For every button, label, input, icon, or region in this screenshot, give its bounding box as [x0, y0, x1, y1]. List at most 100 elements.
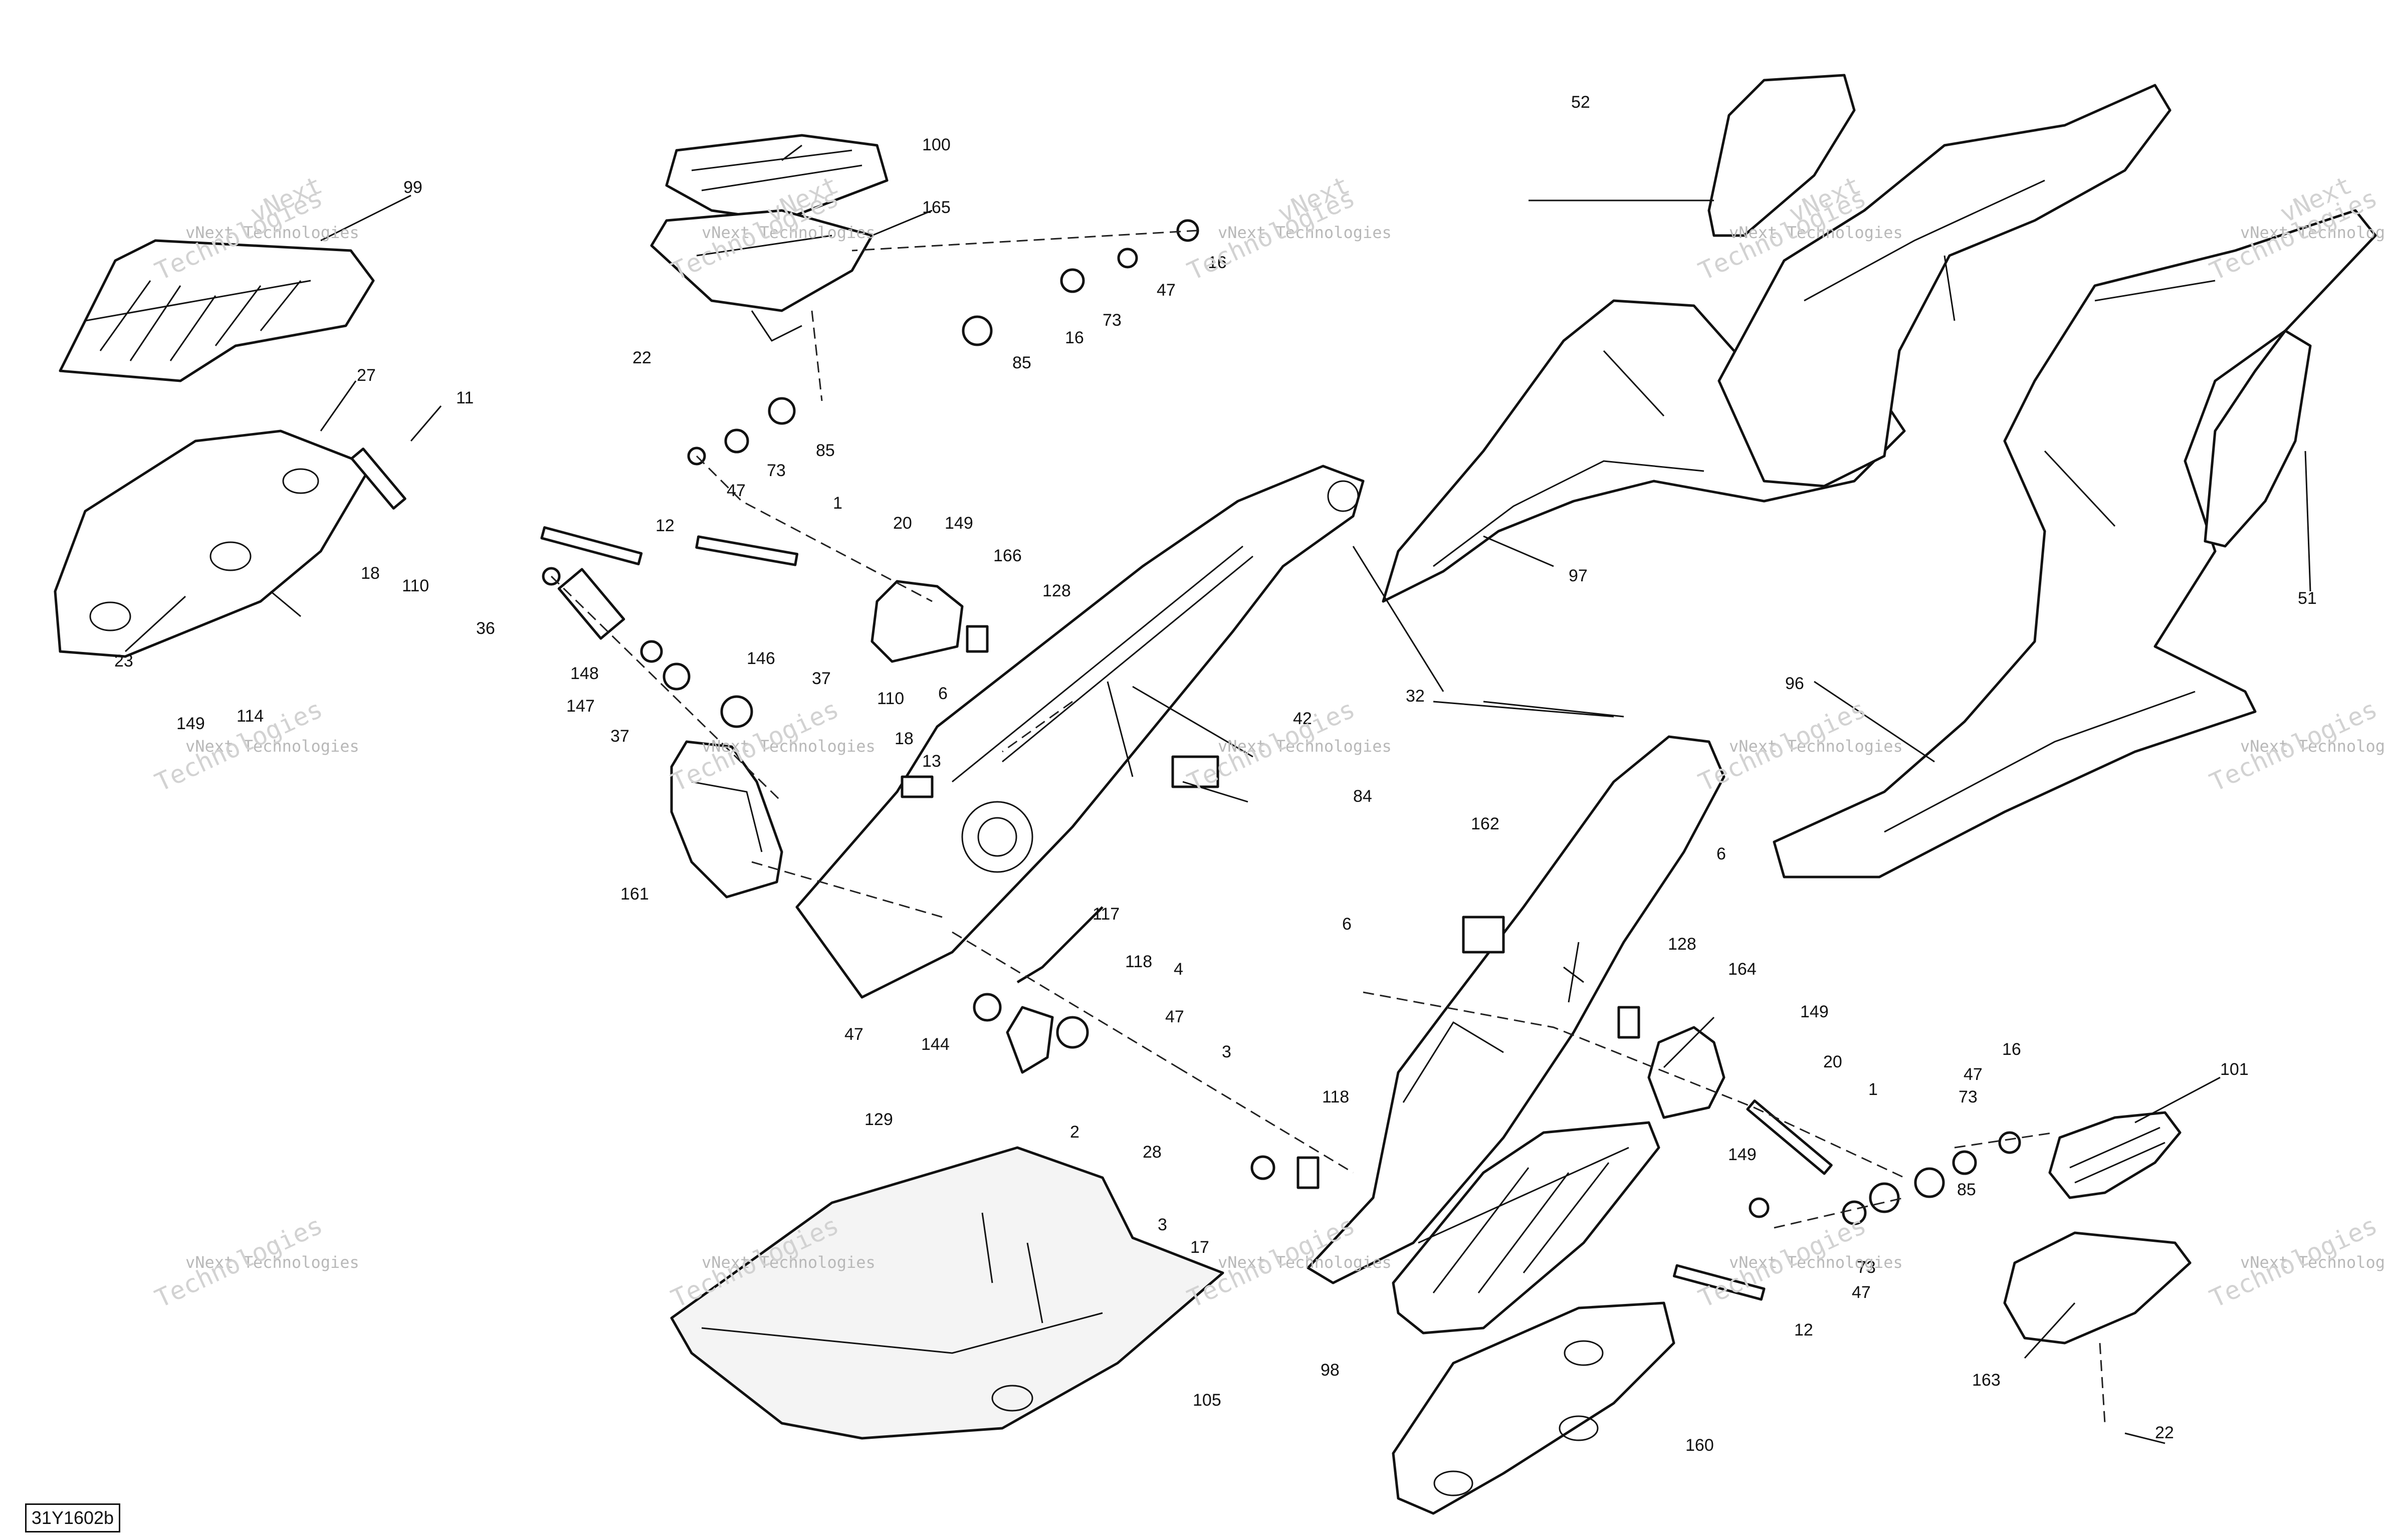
callout-label: 147 [566, 697, 595, 716]
part-main-bracket [795, 465, 1365, 999]
callout-label: 73 [1959, 1087, 1978, 1107]
callout-label: 37 [812, 669, 831, 688]
callout-label: 6 [1342, 915, 1352, 934]
watermark-text: vNext Technologies [1218, 737, 1392, 756]
callout-label: 6 [1716, 844, 1726, 863]
callout-label: 144 [921, 1035, 950, 1054]
callout-numbers: 99 27 11 23 18 149 114 110 36 12 148 147… [114, 93, 2317, 1455]
part-right-bracket [1307, 735, 1725, 1284]
callout-label: 16 [1065, 328, 1084, 347]
callout-label: 3 [1222, 1042, 1231, 1061]
callout-label: 118 [1322, 1087, 1349, 1107]
callout-label: 16 [1208, 253, 1227, 272]
callout-label: 47 [1852, 1283, 1871, 1302]
callout-label: 117 [1093, 905, 1120, 924]
watermark-text: vNext Technologies [1729, 1253, 1903, 1272]
callout-label: 16 [2002, 1040, 2021, 1059]
callout-label: 1 [833, 494, 842, 513]
callout-label: 20 [893, 514, 912, 533]
callout-label: 20 [1823, 1052, 1842, 1071]
drawing-code-label: 31Y1602b [25, 1503, 120, 1532]
part-panel-51 [2204, 329, 2312, 548]
callout-label: 47 [1157, 281, 1176, 300]
callout-label: 47 [844, 1025, 863, 1044]
callout-label: 118 [1125, 952, 1152, 971]
callout-label: 164 [1728, 960, 1757, 979]
callout-label: 47 [1165, 1007, 1184, 1026]
callout-label: 17 [1190, 1238, 1209, 1257]
callout-label: 128 [1042, 581, 1071, 600]
callout-label: 27 [357, 366, 376, 385]
callout-label: 162 [1471, 814, 1499, 833]
watermark-text: vNext Technologies [1729, 737, 1903, 756]
callout-label: 114 [237, 707, 264, 726]
part-footrest-upper-center [650, 134, 889, 342]
callout-label: 110 [402, 576, 429, 595]
callout-label: 36 [476, 619, 495, 638]
callout-label: 12 [656, 516, 675, 535]
part-hardware [350, 219, 2021, 1301]
assembly-lines [550, 230, 2106, 1424]
callout-label: 11 [456, 388, 474, 407]
callout-label: 73 [1103, 311, 1122, 330]
part-upper-fairing [1717, 84, 2172, 488]
part-footrest-pad-left [59, 239, 375, 382]
callout-label: 146 [747, 649, 775, 668]
callout-label: 85 [1957, 1180, 1976, 1199]
part-footrest-right-101 [2003, 1111, 2192, 1345]
callout-label: 22 [2155, 1423, 2174, 1442]
callout-label: 160 [1685, 1436, 1714, 1455]
callout-label: 85 [816, 441, 835, 460]
callout-label: 100 [922, 135, 951, 154]
callout-label: 42 [1293, 709, 1312, 728]
callout-label: 18 [361, 564, 380, 583]
callout-label: 28 [1143, 1143, 1162, 1162]
callout-label: 47 [727, 481, 746, 500]
part-footrest-base-left [54, 429, 372, 658]
callout-label: 149 [1728, 1145, 1757, 1164]
leader-lines [124, 144, 2311, 1444]
callout-label: 13 [922, 752, 941, 771]
callout-label: 99 [403, 178, 422, 197]
callout-label: 47 [1964, 1065, 1983, 1084]
part-lower-fairing-96 [1773, 209, 2377, 878]
callout-label: 110 [877, 689, 904, 708]
callout-label: 101 [2220, 1060, 2249, 1079]
callout-label: 166 [993, 546, 1022, 565]
part-bracket-block [670, 740, 783, 899]
part-clamp-166 [871, 580, 964, 663]
callout-label: 161 [620, 885, 649, 904]
watermark-text: vNext Technologies [1729, 223, 1903, 242]
watermark-text: vNext Technologies [702, 737, 876, 756]
callout-label: 3 [1158, 1215, 1167, 1234]
callout-label: 129 [864, 1110, 893, 1129]
callout-label: 149 [176, 714, 205, 733]
callout-label: 98 [1321, 1361, 1340, 1380]
watermark-text: vNext Technologies [702, 223, 876, 242]
watermark-text: vNext Technologies [1218, 223, 1392, 242]
callout-label: 37 [610, 727, 629, 746]
watermark-text: vNext Technologies [702, 1253, 876, 1272]
callout-label: 165 [922, 198, 951, 217]
callout-label: 105 [1193, 1391, 1221, 1410]
part-footrest-pad-right [1392, 1121, 1660, 1335]
callout-label: 1 [1868, 1080, 1878, 1099]
callout-label: 32 [1406, 687, 1425, 706]
watermark-text: vNext Technologies [2240, 737, 2384, 756]
callout-label: 84 [1353, 787, 1372, 806]
callout-label: 163 [1972, 1371, 2001, 1390]
callout-label: 51 [2298, 589, 2317, 608]
callout-label: 148 [570, 664, 599, 683]
callout-label: 97 [1569, 566, 1588, 585]
watermark-text: vNext Technologies [1218, 1253, 1392, 1272]
part-footrest-base-right [1392, 1301, 1675, 1515]
callout-label: 18 [895, 729, 914, 748]
callout-label: 4 [1174, 960, 1183, 979]
callout-label: 149 [945, 514, 973, 533]
callout-label: 22 [632, 348, 652, 367]
callout-label: 23 [114, 651, 133, 671]
watermark-text: vNext Technologies [185, 223, 359, 242]
watermark-text: vNext Technologies [185, 737, 359, 756]
part-panel-52 [1707, 74, 1856, 237]
